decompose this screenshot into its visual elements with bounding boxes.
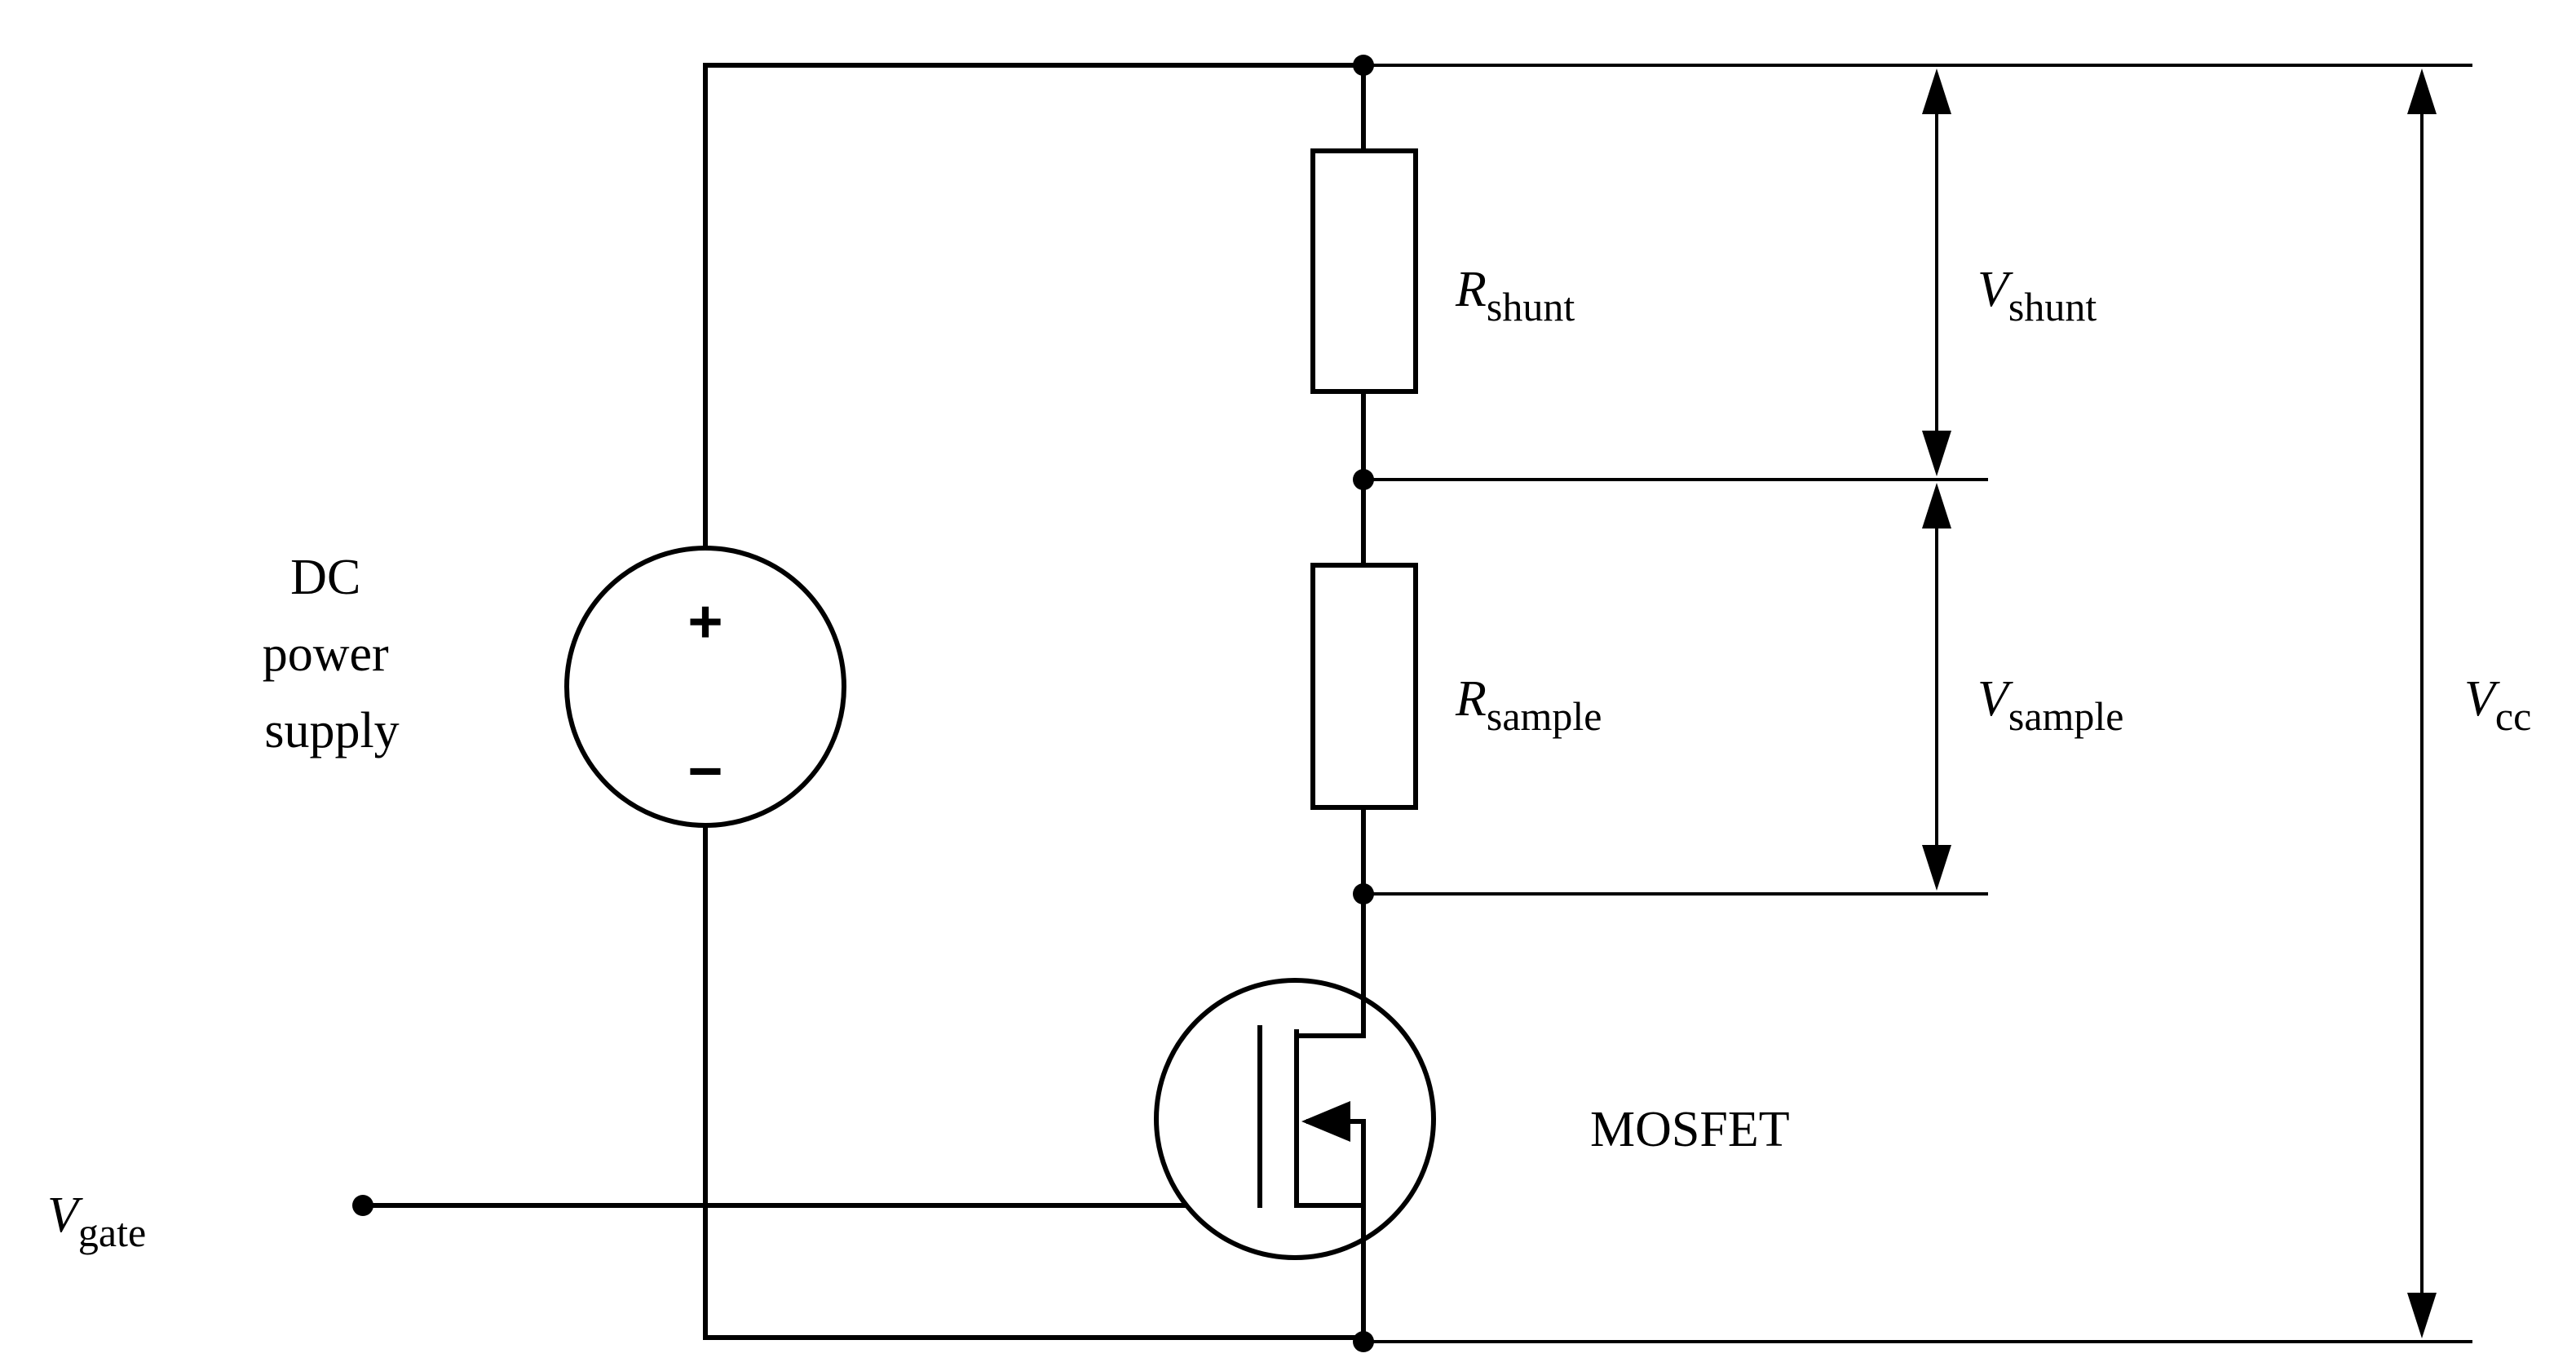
r-shunt-label: Rshunt	[1455, 262, 1575, 329]
v-cc-arrowhead-up	[2407, 69, 2437, 114]
mosfet: MOSFET	[1154, 895, 1790, 1344]
minus-sign: −	[687, 737, 722, 805]
v-cc-arrowhead-down	[2407, 1293, 2437, 1338]
v-gate-label: Vgate	[47, 1187, 146, 1255]
junction-mid	[1353, 469, 1374, 490]
measurement-lines	[1363, 64, 2472, 1343]
mosfet-arrow-icon	[1301, 1101, 1350, 1142]
junction-low	[1353, 883, 1374, 904]
v-sample-label: Vsample	[1977, 671, 2124, 739]
dc-source-circle	[564, 546, 846, 828]
voltage-arrows	[1922, 69, 2437, 1338]
wire-top-left	[703, 63, 1366, 553]
plus-sign: +	[687, 588, 722, 656]
mosfet-label: MOSFET	[1590, 1102, 1790, 1157]
resistor-sample: Rsample	[1310, 563, 1602, 810]
v-cc-label: Vcc	[2464, 671, 2531, 739]
resistor-shunt-body	[1310, 148, 1418, 394]
r-sample-label: Rsample	[1455, 671, 1602, 739]
v-shunt-label: Vshunt	[1977, 262, 2097, 329]
v-shunt-arrowhead-up	[1922, 69, 1951, 114]
v-sample-arrowhead-up	[1922, 483, 1951, 528]
resistor-sample-body	[1310, 563, 1418, 810]
wire-gate	[360, 1025, 1262, 1208]
dc-source-label: DC power supply	[263, 550, 401, 758]
junction-top	[1353, 55, 1374, 76]
mosfet-drain	[1294, 895, 1366, 1038]
resistor-shunt: Rshunt	[1310, 148, 1575, 394]
dc-power-supply: + − DC power supply	[263, 546, 846, 828]
gate-terminal	[352, 1195, 373, 1216]
junctions	[352, 55, 1374, 1352]
v-sample-arrowhead-down	[1922, 845, 1951, 891]
v-shunt-arrowhead-down	[1922, 431, 1951, 476]
